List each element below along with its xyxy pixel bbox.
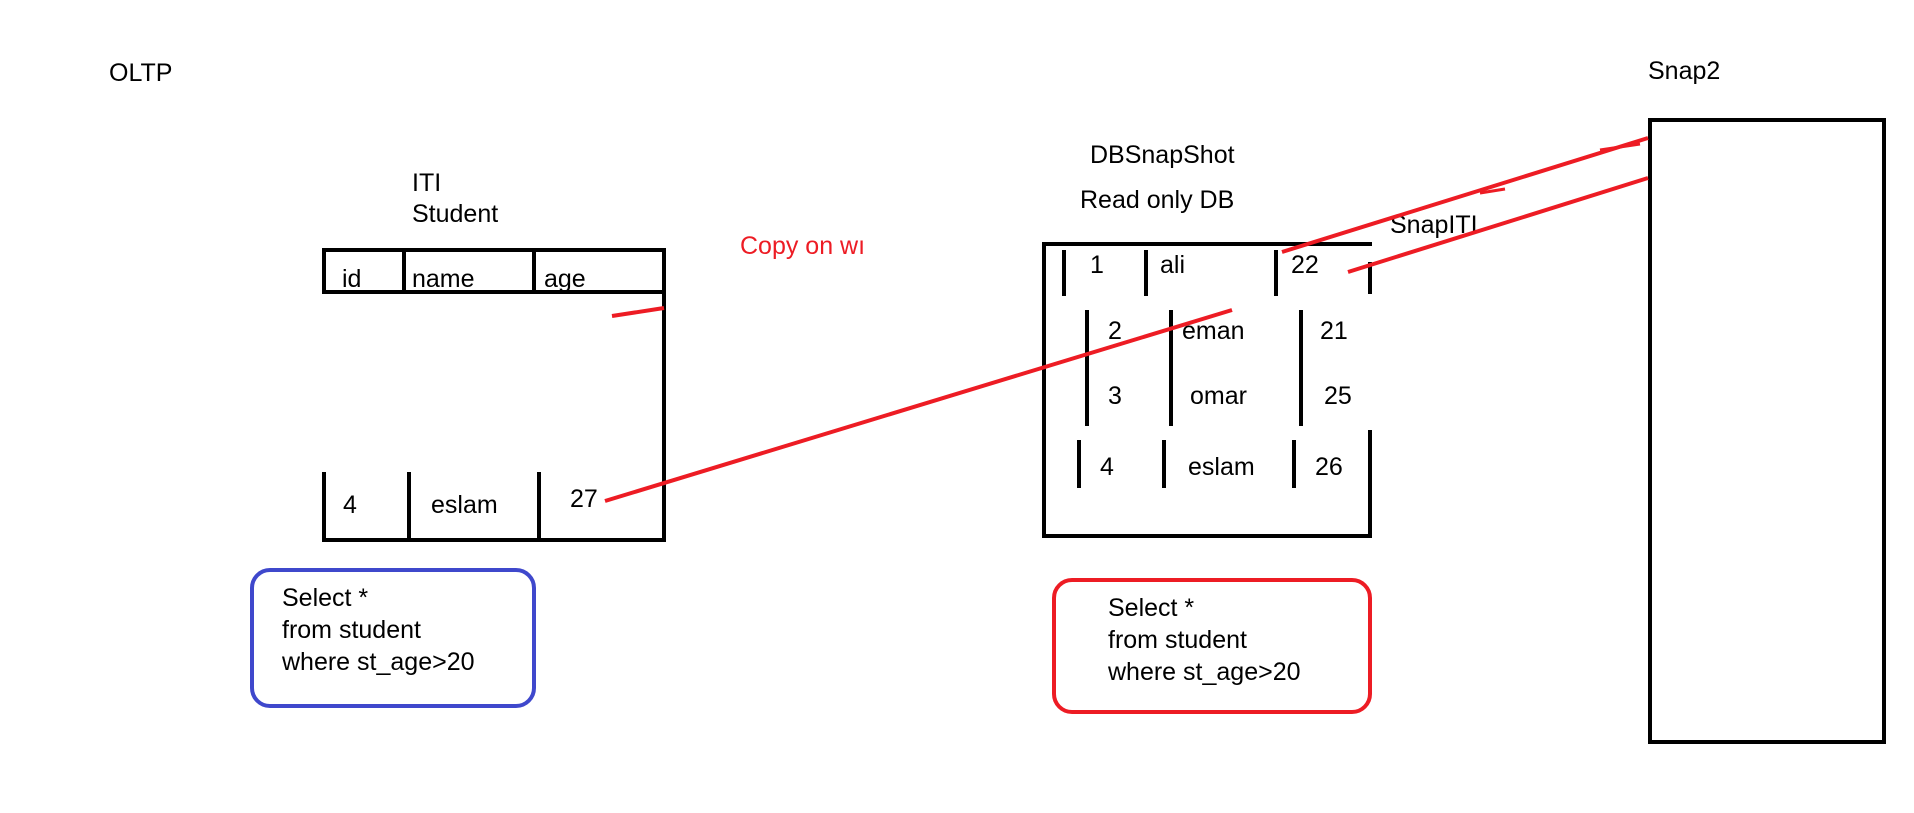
student-cell-id: 4 bbox=[343, 491, 357, 519]
snapshot-cell-id: 1 bbox=[1090, 251, 1104, 279]
student-cell-name: eslam bbox=[431, 491, 498, 519]
snapshot-cell-name: ali bbox=[1160, 251, 1186, 279]
snapshot-row-divider bbox=[1162, 440, 1166, 488]
student-table-col-divider bbox=[407, 472, 411, 542]
oltp-label: OLTP bbox=[109, 59, 173, 87]
snap2-box bbox=[1648, 118, 1886, 744]
snapshot-cell-id: 4 bbox=[1100, 453, 1114, 481]
query-line: where st_age>20 bbox=[1108, 658, 1301, 686]
query-line: where st_age>20 bbox=[282, 648, 475, 676]
query-box-right: Select * from student where st_age>20 bbox=[1052, 578, 1372, 714]
snapshot-cell-age: 26 bbox=[1315, 453, 1343, 481]
student-label: Student bbox=[412, 200, 499, 228]
snapshot-row-divider bbox=[1077, 440, 1081, 488]
snapshot-cell-name: omar bbox=[1190, 382, 1247, 410]
snapshot-cell-age: 21 bbox=[1320, 317, 1348, 345]
read-only-label: Read only DB bbox=[1080, 186, 1235, 214]
snapshot-row-divider bbox=[1274, 250, 1278, 296]
snapiti-label: SnapITI bbox=[1390, 211, 1478, 239]
iti-label: ITI bbox=[412, 169, 442, 197]
snapshot-row-divider bbox=[1169, 310, 1173, 426]
snapshot-table-left-border bbox=[1042, 246, 1046, 538]
snapshot-row-divider bbox=[1292, 440, 1296, 488]
snapshot-row-divider bbox=[1144, 250, 1148, 296]
snapshot-row-divider bbox=[1085, 310, 1089, 426]
snapshot-row-divider bbox=[1299, 310, 1303, 426]
red-tick bbox=[1479, 187, 1506, 195]
dbsnapshot-label: DBSnapShot bbox=[1090, 141, 1235, 169]
snapshot-cell-age: 22 bbox=[1291, 251, 1319, 279]
snapshot-cell-id: 2 bbox=[1108, 317, 1122, 345]
student-table-col-divider bbox=[537, 472, 541, 542]
snap2-label: Snap2 bbox=[1648, 57, 1721, 85]
red-tick bbox=[1599, 142, 1641, 152]
snapshot-table-right-border bbox=[1368, 430, 1372, 538]
student-table-left-border bbox=[322, 248, 326, 292]
copy-on-write-label: Copy on wı bbox=[740, 232, 866, 260]
snapshot-table-bottom-border bbox=[1042, 534, 1372, 538]
student-table-col-divider bbox=[402, 250, 406, 292]
student-header-name: name bbox=[412, 265, 475, 293]
query-line: Select * bbox=[1108, 594, 1195, 622]
student-table-bottom-border bbox=[322, 538, 666, 542]
student-table-col-divider bbox=[532, 250, 536, 292]
student-table-right-border bbox=[662, 248, 666, 542]
query-line: Select * bbox=[282, 584, 369, 612]
student-header-id: id bbox=[342, 265, 362, 293]
student-cell-age: 27 bbox=[570, 485, 598, 513]
query-line: from student bbox=[1108, 626, 1247, 654]
snapshot-table-right-border bbox=[1368, 262, 1372, 294]
snapshot-cell-name: eslam bbox=[1188, 453, 1255, 481]
copy-line bbox=[604, 308, 1233, 503]
student-table-header-divider bbox=[322, 290, 662, 294]
query-box-left: Select * from student where st_age>20 bbox=[250, 568, 536, 708]
snapshot-row-divider bbox=[1062, 250, 1066, 296]
snapshot-cell-id: 3 bbox=[1108, 382, 1122, 410]
red-tick bbox=[611, 306, 665, 318]
student-table-left-border bbox=[322, 472, 326, 542]
student-table-top-border bbox=[322, 248, 666, 252]
student-header-age: age bbox=[544, 265, 586, 293]
snapshot-cell-name: eman bbox=[1182, 317, 1245, 345]
snapshot-table-top-border bbox=[1042, 242, 1372, 246]
query-line: from student bbox=[282, 616, 421, 644]
snapshot-cell-age: 25 bbox=[1324, 382, 1352, 410]
